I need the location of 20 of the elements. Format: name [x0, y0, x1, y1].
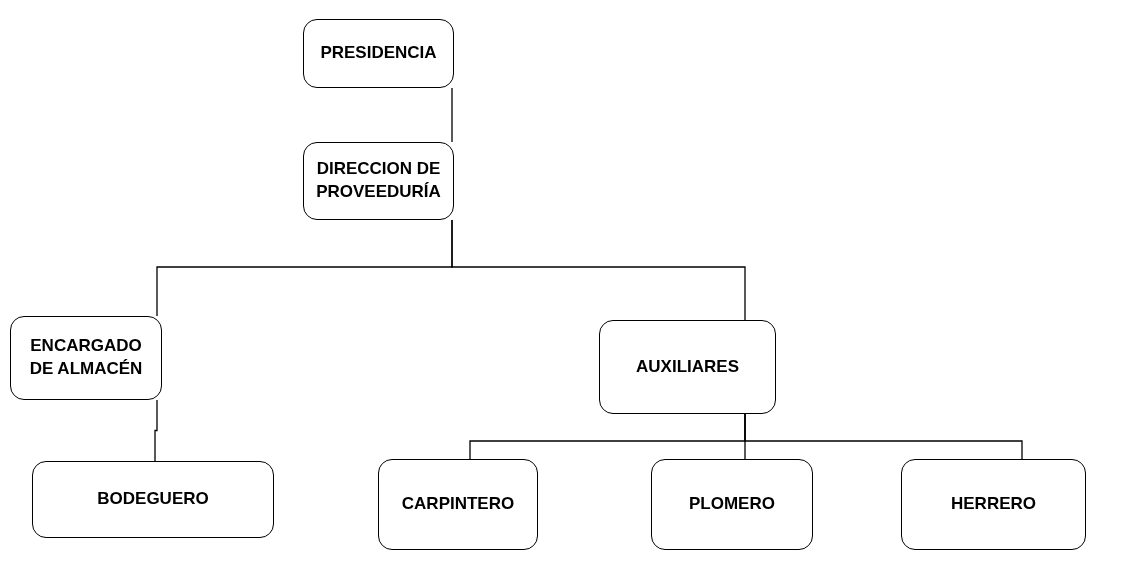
- org-box: [651, 459, 813, 550]
- org-box: [10, 316, 162, 400]
- box-label: PLOMERO: [689, 493, 775, 516]
- org-box: [303, 142, 454, 220]
- connector-line: [451, 87, 453, 143]
- org-box: [378, 459, 538, 550]
- org-box: [901, 459, 1086, 550]
- org-box: [32, 461, 274, 538]
- box-label: CARPINTERO: [401, 493, 515, 516]
- org-box: [303, 19, 454, 88]
- box-label: AUXILIARES: [636, 355, 739, 378]
- connector-line: [451, 219, 746, 321]
- box-label: BODEGUERO: [97, 488, 209, 511]
- box-label: HERRERO: [951, 493, 1036, 516]
- box-label: DIRECCION DE PROVEEDURÍA: [315, 158, 442, 203]
- connector-line: [154, 399, 158, 462]
- box-label: PRESIDENCIA: [320, 42, 437, 65]
- org-box: [599, 320, 776, 414]
- box-label: ENCARGADO DE ALMACÉN: [28, 335, 144, 380]
- connector-line: [744, 413, 1023, 460]
